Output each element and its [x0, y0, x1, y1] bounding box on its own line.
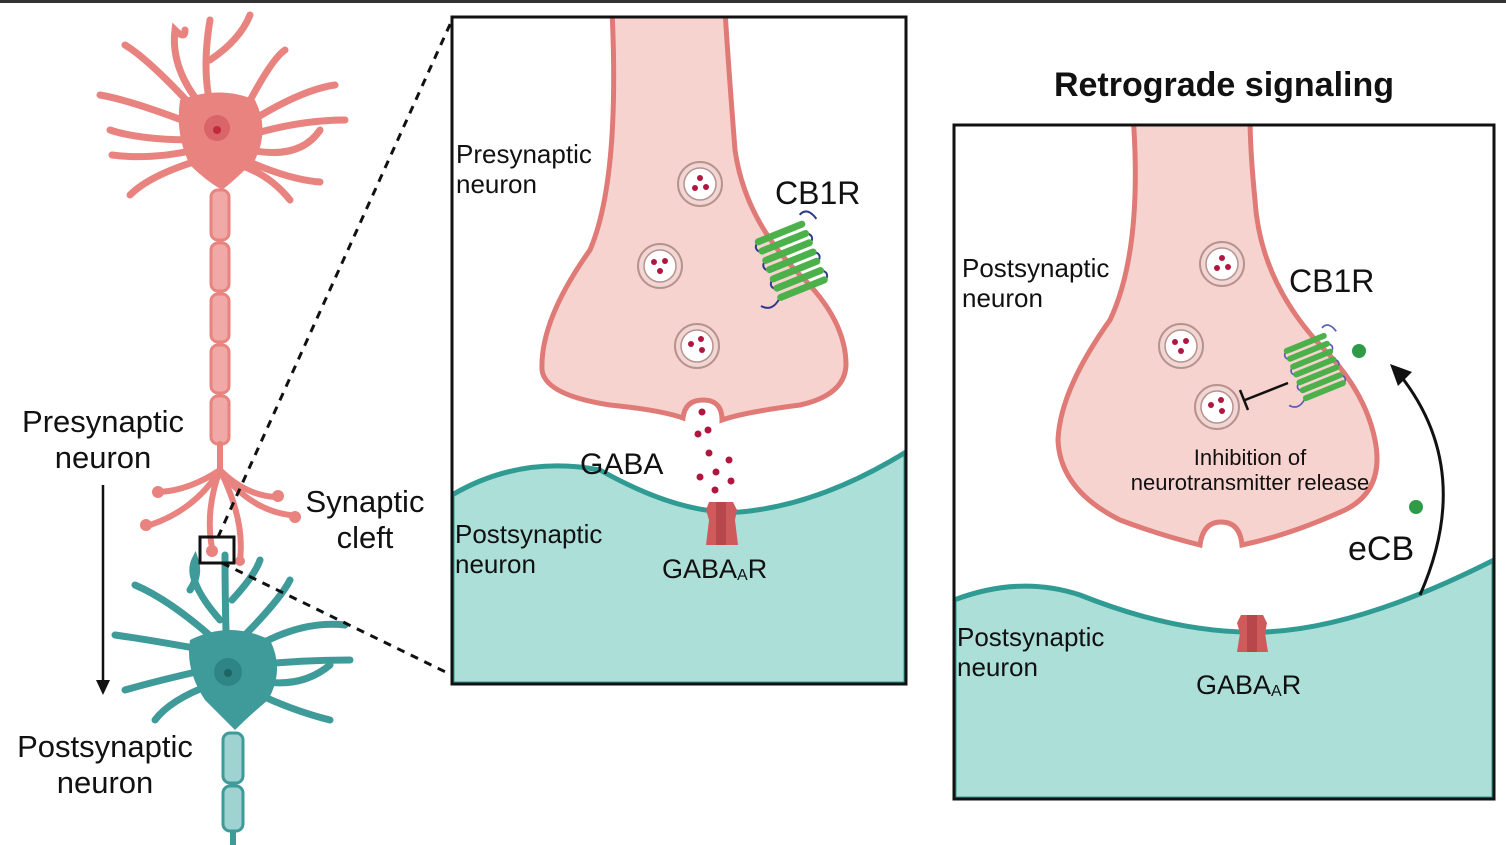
right-panel-retrograde: [954, 125, 1494, 799]
cb1r-receptor-icon: [754, 210, 829, 309]
label-line: neurotransmitter release: [1130, 470, 1370, 496]
label-line: Inhibition of: [1193, 445, 1307, 470]
right-panel-frame: [952, 123, 1496, 801]
cb1r-receptor-icon-right: [1283, 324, 1347, 408]
middle-postsynaptic-label: Postsynaptic neuron: [455, 519, 603, 580]
right-cb1r-label: CB1R: [1289, 263, 1375, 299]
ecb-molecule-icon: [1409, 500, 1423, 514]
label-line: Postsynaptic: [962, 253, 1110, 283]
zoom-dashed-line-top: [216, 19, 454, 538]
label-line: Presynaptic: [22, 404, 184, 439]
label-text: R: [747, 554, 768, 584]
middle-gabaar-label: GABAAR: [662, 554, 767, 585]
postsynaptic-neuron-illustration: [111, 550, 354, 845]
synapse-zoom-box: [198, 535, 236, 565]
label-line: Synaptic: [305, 484, 425, 519]
label-line: Postsynaptic: [455, 519, 603, 549]
label-line: neuron: [456, 168, 537, 199]
label-line: neuron: [957, 651, 1038, 682]
right-gabaar-label: GABAAR: [1196, 670, 1301, 701]
label-text: R: [1281, 670, 1302, 700]
gaba-molecules: [694, 408, 735, 494]
vesicle-group-right: [1158, 241, 1245, 430]
label-line: Postsynaptic: [957, 622, 1105, 652]
inhibition-bar-icon: [1238, 389, 1250, 411]
left-postsynaptic-label: Postsynaptic neuron: [0, 729, 210, 800]
middle-presynaptic-label: Presynaptic neuron: [456, 139, 592, 200]
middle-cb1r-label: CB1R: [775, 175, 861, 211]
ecb-molecule-icon: [1352, 344, 1366, 358]
presynaptic-terminal: [539, 17, 849, 424]
ecb-label: eCB: [1348, 530, 1415, 568]
gaba-label: GABA: [580, 448, 664, 481]
vesicle-group: [637, 161, 723, 369]
top-border-line: [0, 0, 1506, 3]
postsynaptic-membrane: [452, 449, 906, 684]
right-lower-neuron-label: Postsynaptic neuron: [957, 622, 1105, 683]
left-presynaptic-label: Presynaptic neuron: [8, 404, 198, 475]
label-subscript: A: [1271, 683, 1282, 700]
middle-panel-synapse: [452, 17, 906, 684]
terminal-right: [1055, 125, 1380, 549]
label-line: neuron: [455, 548, 536, 579]
retrograde-title: Retrograde signaling: [1053, 66, 1395, 104]
middle-panel-frame: [450, 15, 908, 686]
label-line: Presynaptic: [456, 139, 592, 169]
label-subscript: A: [737, 567, 748, 584]
synaptic-cleft-label: Synaptic cleft: [295, 484, 435, 555]
arrowhead-icon: [96, 680, 110, 695]
retrograde-arrow: [1398, 374, 1445, 596]
label-line: neuron: [56, 764, 154, 800]
arrowhead-icon: [1390, 364, 1412, 386]
right-upper-neuron-label: Postsynaptic neuron: [962, 253, 1110, 314]
label-text: GABA: [662, 554, 738, 584]
inhibition-label: Inhibition of neurotransmitter release: [1120, 445, 1380, 496]
label-line: cleft: [336, 519, 394, 555]
label-line: Postsynaptic: [17, 729, 193, 764]
gabaa-receptor-icon: [706, 502, 738, 545]
label-line: neuron: [962, 282, 1043, 313]
gabaa-receptor-icon-right: [1237, 615, 1268, 652]
label-line: neuron: [54, 439, 152, 475]
label-text: GABA: [1196, 670, 1272, 700]
inhibition-line: [1244, 381, 1289, 402]
presynaptic-neuron-illustration: [96, 11, 349, 566]
